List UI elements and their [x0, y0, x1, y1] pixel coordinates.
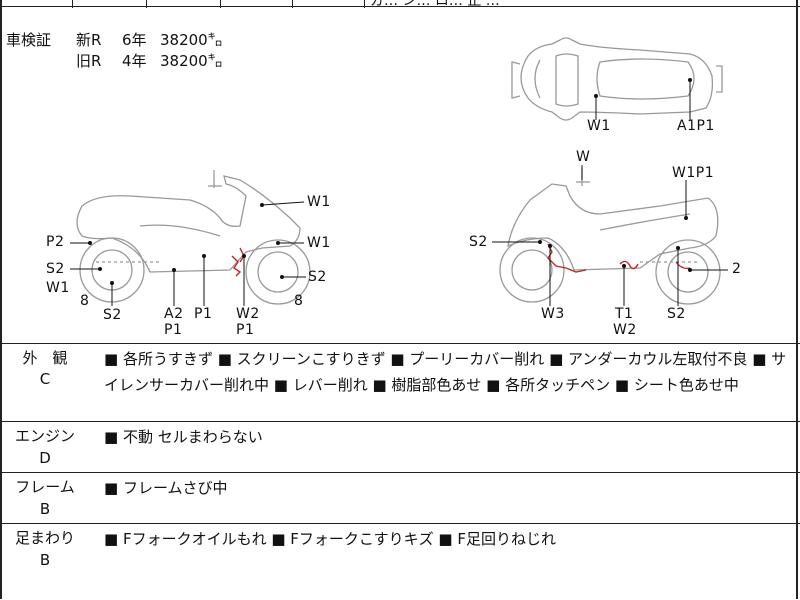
inspection-info: 車検証 新R 6年 38200㌔ 旧R 4年 38200㌔: [6, 30, 223, 72]
damage-label: 8: [294, 293, 304, 309]
frame-grade: B: [39, 500, 51, 518]
damage-label: A1P1: [677, 118, 715, 134]
damage-label: S2: [469, 234, 488, 250]
old-km: 38200㌔: [160, 52, 223, 70]
cropped-top-text: ガ… ン… ロ… 正 …: [370, 0, 500, 9]
top-cell-divider: [146, 0, 147, 8]
damage-marks: [231, 243, 691, 277]
damage-label: W1P1: [672, 165, 715, 181]
damage-label: S2: [667, 306, 686, 322]
new-km: 38200㌔: [160, 31, 223, 49]
damage-label: 8: [80, 293, 90, 309]
damage-label: P2: [46, 234, 65, 250]
suspension-label: 足まわり: [14, 529, 75, 547]
damage-label: S2: [103, 307, 122, 323]
section-divider: [0, 343, 800, 344]
top-cell-divider: [292, 0, 293, 8]
old-years: 4年: [122, 52, 147, 70]
damage-label: W1: [307, 194, 331, 210]
exterior-notes: ■ 各所うすきず ■ スクリーンこすりきず ■ プーリーカバー削れ ■ アンダー…: [104, 350, 787, 394]
leader-dots: [88, 78, 692, 285]
engine-label: エンジン: [14, 427, 75, 445]
top-cell-divider: [72, 0, 73, 8]
damage-label: P1: [194, 306, 213, 322]
exterior-label: 外 観: [22, 349, 68, 367]
damage-label: T1: [615, 306, 634, 322]
section-divider: [0, 421, 800, 422]
top-cell-divider: [364, 0, 365, 8]
damage-label: P1: [164, 322, 183, 338]
damage-label: A2: [164, 306, 184, 322]
damage-label: W2: [613, 322, 637, 338]
new-years: 6年: [122, 31, 147, 49]
damage-label: W1: [587, 118, 611, 134]
exterior-grade: C: [39, 370, 51, 388]
top-cell-divider: [220, 0, 221, 8]
top-divider: [0, 6, 800, 7]
old-rank-label: 旧R: [76, 52, 102, 70]
inspection-heading: 車検証: [6, 31, 52, 49]
damage-label: W1: [307, 235, 331, 251]
engine-notes: ■ 不動 セルまわらない: [104, 428, 263, 446]
suspension-notes: ■ Fフォークオイルもれ ■ Fフォークこすりキズ ■ F足回りねじれ: [104, 530, 556, 548]
section-divider: [0, 472, 800, 473]
section-divider: [0, 523, 800, 524]
engine-grade: D: [39, 449, 51, 467]
damage-label: W2: [236, 306, 260, 322]
damage-label: 2: [732, 261, 742, 277]
new-rank-label: 新R: [76, 31, 102, 49]
right-view-scooter-icon: [499, 168, 721, 305]
damage-label: W3: [541, 306, 565, 322]
damage-label: W: [576, 149, 591, 165]
frame-notes: ■ フレームさび中: [104, 479, 228, 497]
frame-label: フレーム: [15, 478, 75, 496]
damage-label: W1: [46, 280, 70, 296]
leader-lines: [70, 80, 728, 306]
suspension-grade: B: [39, 551, 51, 569]
damage-label: S2: [308, 269, 327, 285]
damage-label: P1: [236, 322, 255, 338]
damage-label: S2: [46, 261, 65, 277]
top-view-scooter-icon: [511, 37, 723, 121]
